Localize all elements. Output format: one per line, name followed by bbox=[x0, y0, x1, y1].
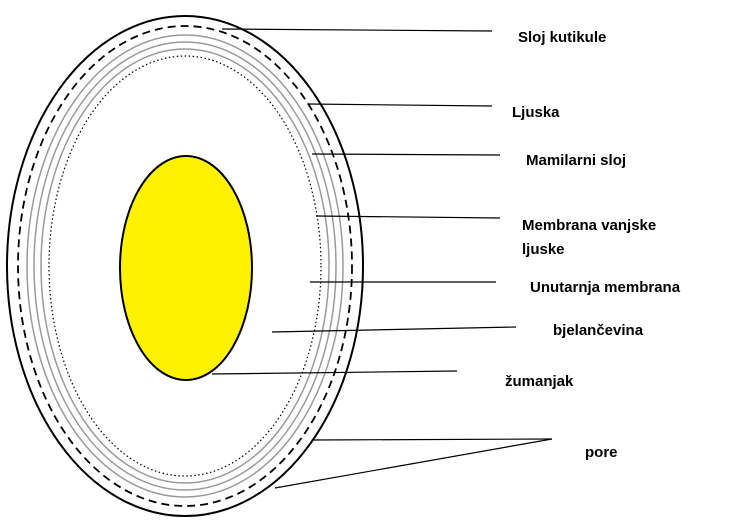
label-outer-membrane-line1: Membrana vanjske bbox=[522, 217, 656, 234]
label-yolk: žumanjak bbox=[505, 373, 574, 390]
label-mammillary: Mamilarni sloj bbox=[526, 152, 626, 169]
label-shell: Ljuska bbox=[512, 104, 560, 121]
label-inner-membrane: Unutarnja membrana bbox=[530, 279, 681, 296]
leader-line-albumen bbox=[272, 327, 516, 332]
leader-line-pore-2 bbox=[275, 439, 552, 488]
label-albumen: bjelančevina bbox=[553, 322, 644, 339]
label-cuticle: Sloj kutikule bbox=[518, 29, 606, 46]
leader-line-cuticle bbox=[222, 29, 492, 31]
leader-line-pore-1 bbox=[312, 439, 552, 440]
yolk bbox=[120, 156, 252, 380]
label-outer-membrane-line2: ljuske bbox=[522, 241, 565, 258]
leader-line-shell bbox=[308, 104, 492, 106]
leader-line-mammillary bbox=[312, 154, 500, 155]
label-pores: pore bbox=[585, 444, 618, 461]
leader-line-outer-membrane bbox=[316, 216, 500, 218]
